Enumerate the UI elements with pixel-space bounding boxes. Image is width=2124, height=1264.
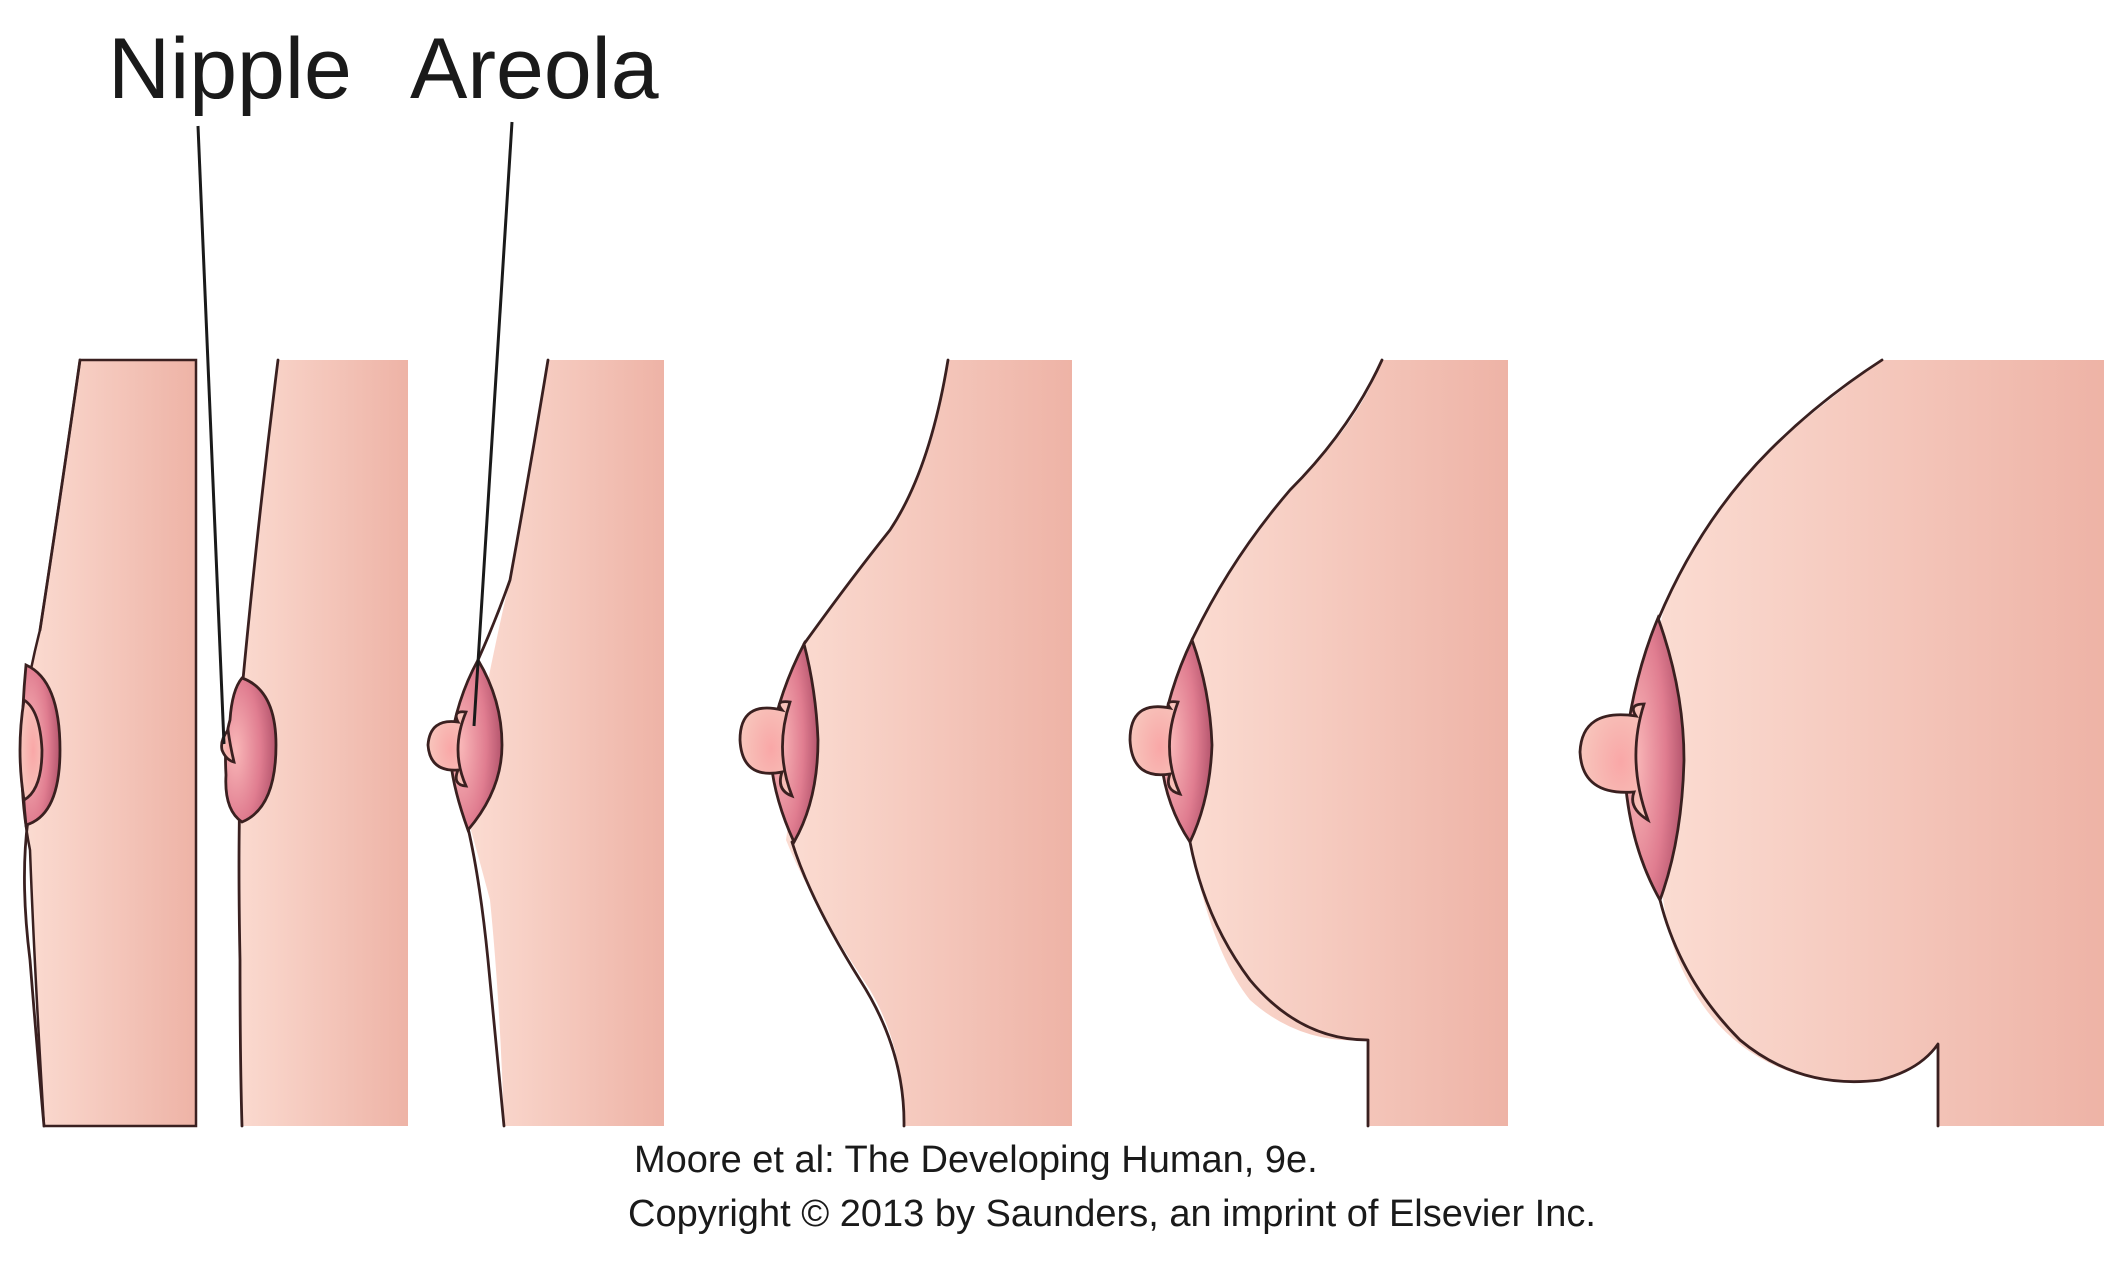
areola-leader-line <box>472 121 514 727</box>
stage-3-nipple <box>426 710 469 788</box>
stage-6-areola <box>1622 614 1686 904</box>
stage-4 <box>738 358 1072 1128</box>
stage-4-nipple <box>738 700 795 799</box>
nipple-label: Nipple <box>108 21 352 117</box>
areola-label: Areola <box>410 21 659 117</box>
stage-2-areola <box>224 676 278 824</box>
stage-6-nipple <box>1578 702 1651 824</box>
credit-line-2: Copyright © 2013 by Saunders, an imprint… <box>628 1193 1596 1235</box>
stage-5 <box>1128 358 1508 1128</box>
nipple-leader-line <box>196 125 226 745</box>
stage-1-nipple <box>18 697 44 803</box>
stage-1 <box>18 358 198 1128</box>
stage-5-nipple <box>1128 700 1183 797</box>
credit-line-1: Moore et al: The Developing Human, 9e. <box>634 1139 1318 1181</box>
stage-3-areola <box>448 657 504 833</box>
stage-6 <box>1578 358 2104 1128</box>
stage-2 <box>220 358 408 1128</box>
stage-3 <box>426 358 664 1128</box>
